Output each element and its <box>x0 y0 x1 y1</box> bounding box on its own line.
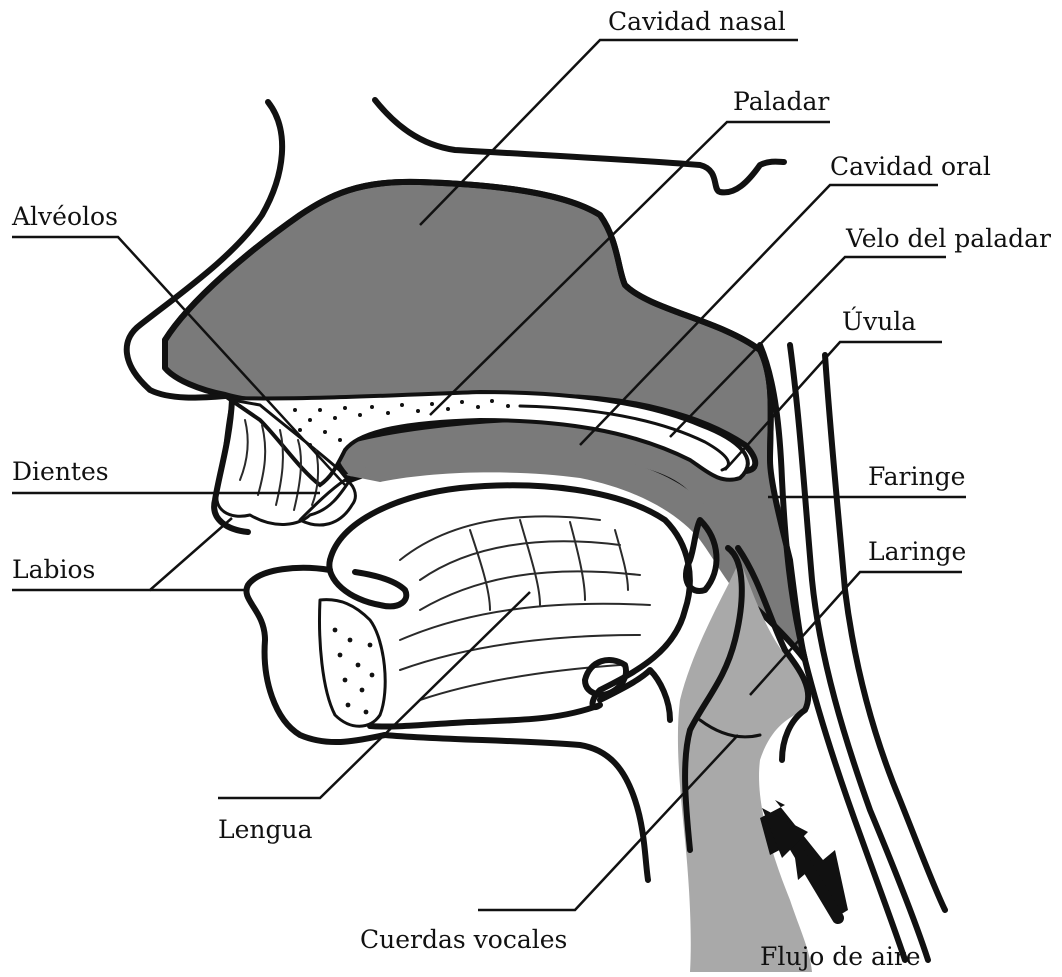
tongue-striations <box>400 516 650 700</box>
chin-line <box>600 670 670 720</box>
label-tongue: Lengua <box>218 815 313 844</box>
lip-dots <box>333 628 375 715</box>
lower-lip-inner <box>320 600 386 727</box>
label-pharynx: Faringe <box>868 462 965 491</box>
label-nasal-cavity: Cavidad nasal <box>608 7 786 36</box>
label-teeth: Dientes <box>12 457 109 486</box>
lower-lip <box>246 568 385 742</box>
tongue-tip <box>329 560 406 606</box>
jaw-outline <box>385 735 648 880</box>
upper-lip <box>214 400 248 532</box>
label-palate: Paladar <box>733 87 829 116</box>
label-velum: Velo del paladar <box>845 224 1051 253</box>
label-airflow: Flujo de aire <box>760 942 921 971</box>
label-vocal-cords: Cuerdas vocales <box>360 925 567 954</box>
spine-line-2 <box>825 355 945 910</box>
skull-outline <box>375 100 784 192</box>
leader-lines <box>12 40 966 910</box>
label-larynx: Laringe <box>868 537 966 566</box>
label-oral-cavity: Cavidad oral <box>830 152 991 181</box>
label-lips: Labios <box>12 555 95 584</box>
label-alveoli: Alvéolos <box>11 202 118 231</box>
label-uvula: Úvula <box>842 307 916 336</box>
